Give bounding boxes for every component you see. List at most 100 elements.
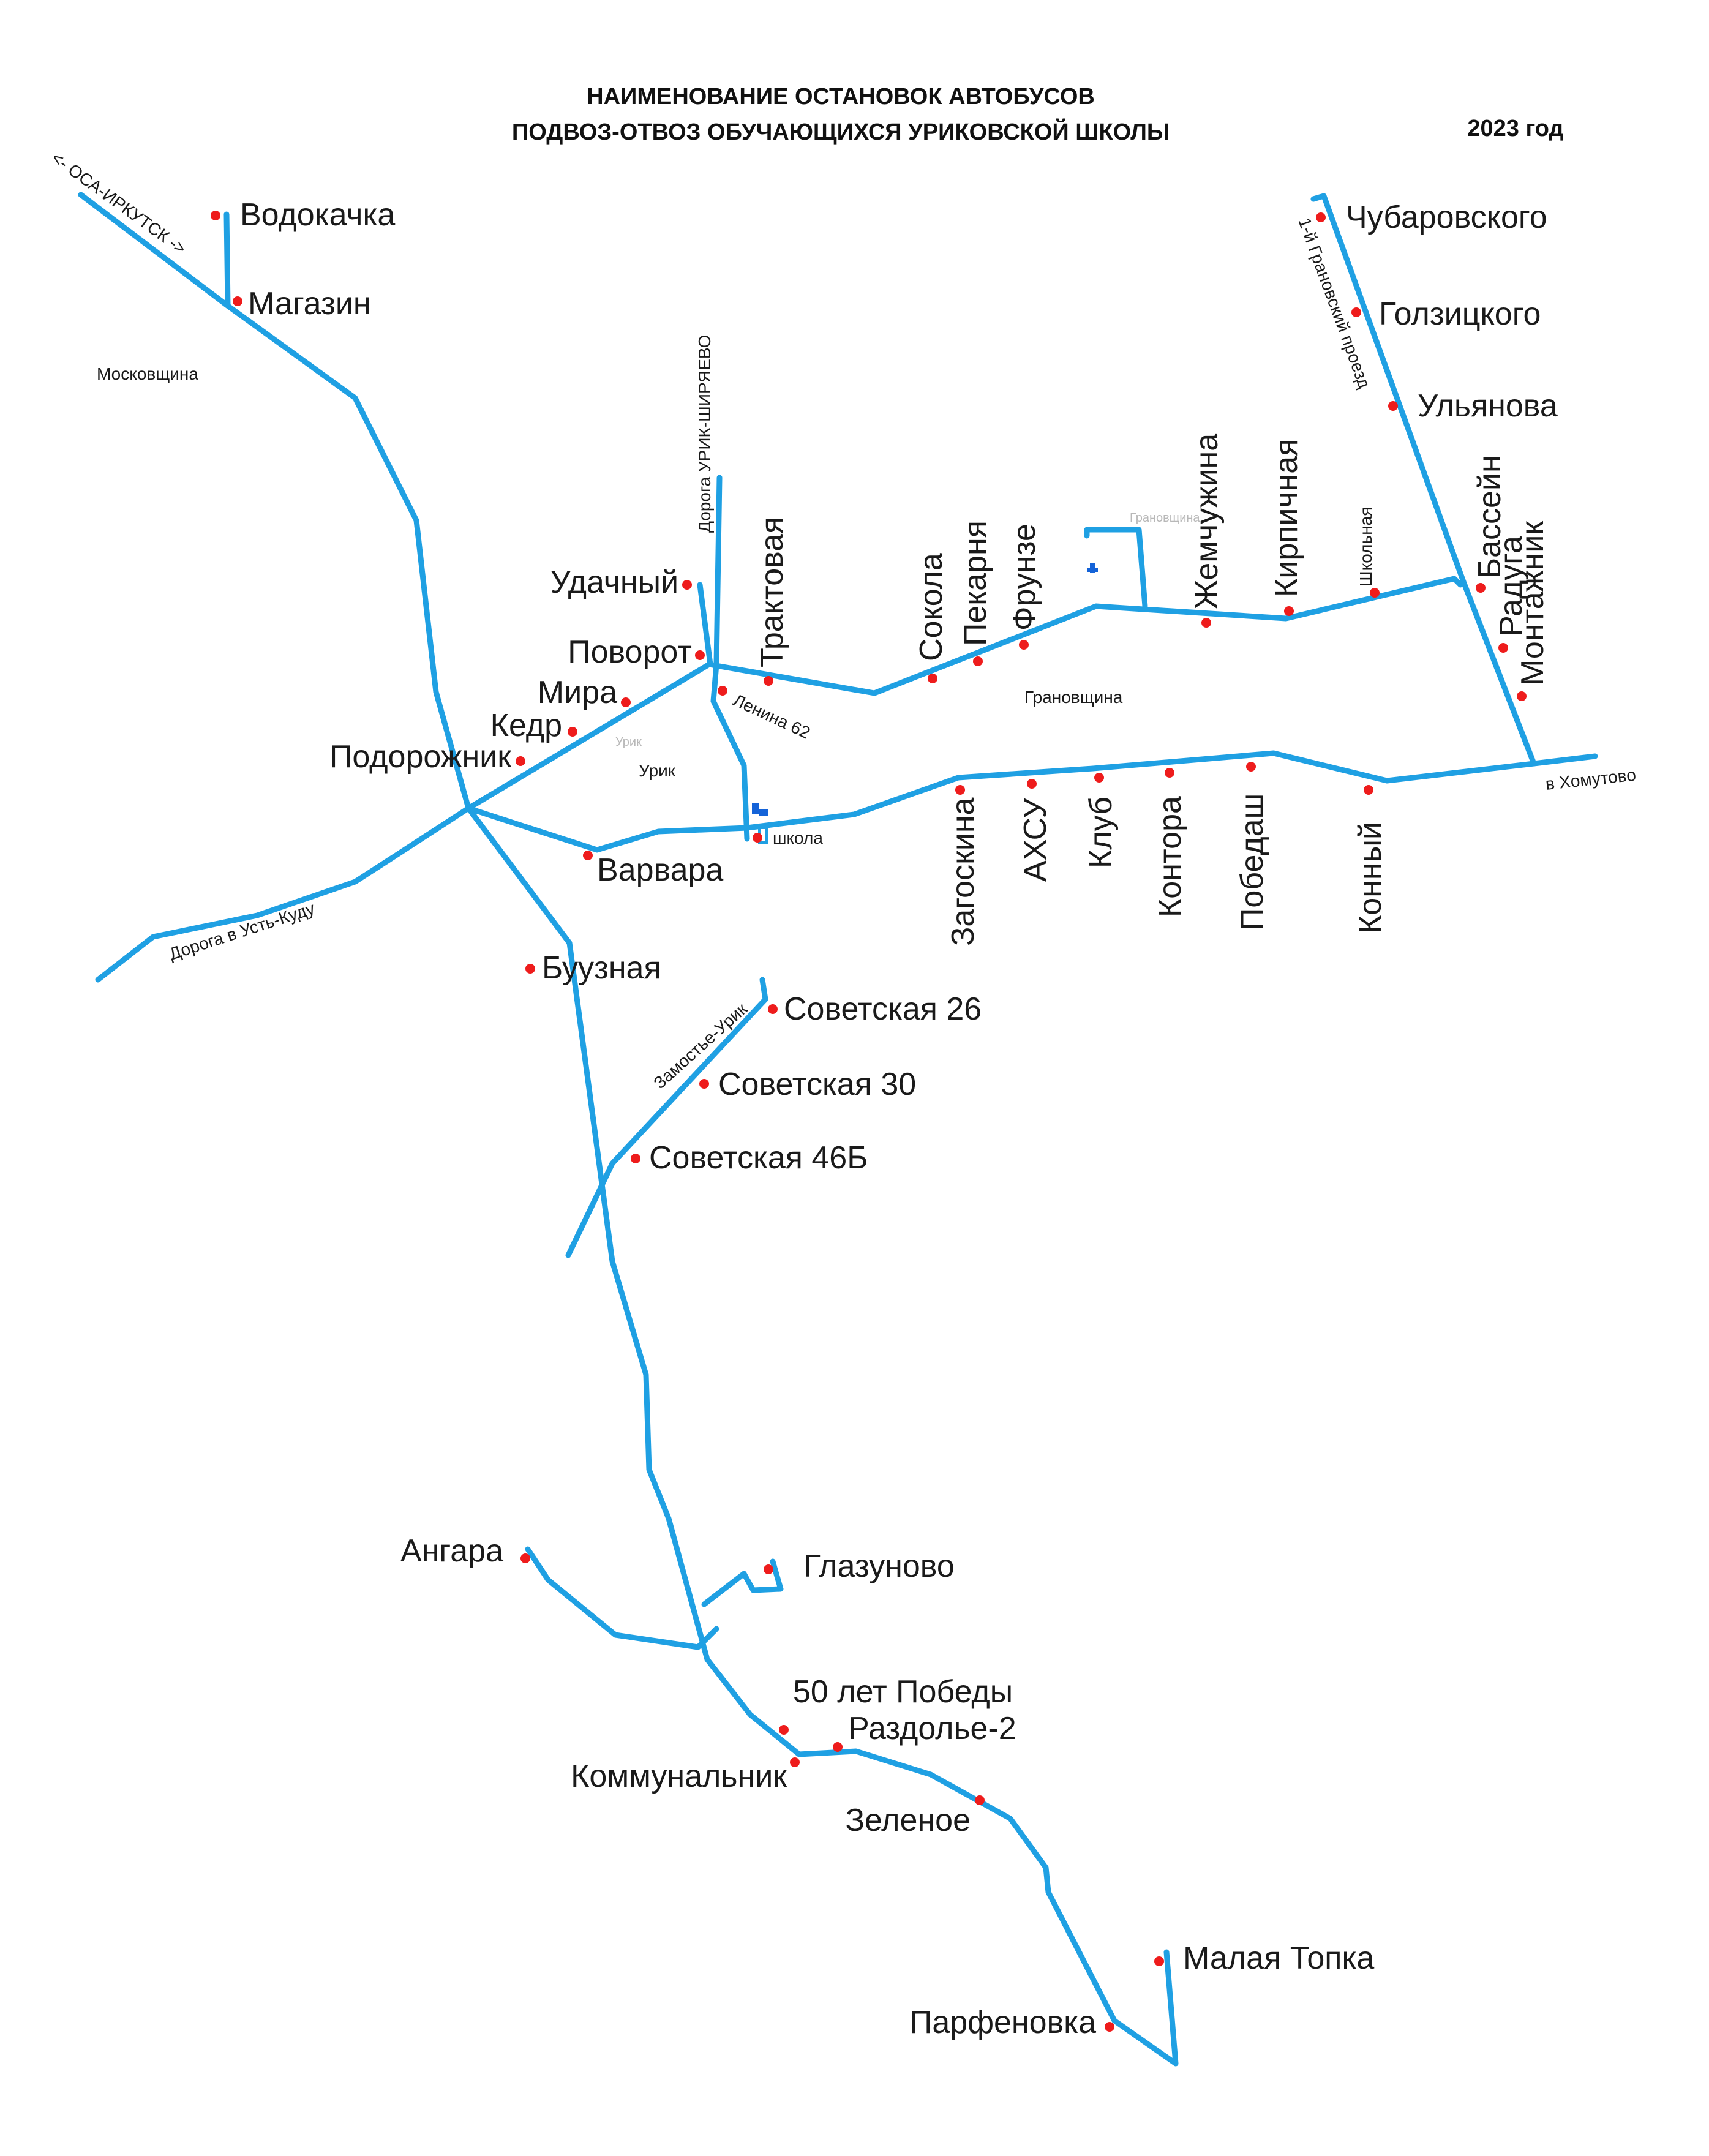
map-title-line-1: НАИМЕНОВАНИЕ ОСТАНОВОК АВТОБУСОВ xyxy=(587,84,1095,110)
stop-frunze[interactable] xyxy=(1019,640,1029,650)
label-frunze: Фрунзе xyxy=(1007,524,1042,631)
label-montazhnik: Монтажник xyxy=(1515,521,1550,686)
road-ust-kudu xyxy=(95,805,471,983)
stop-konny[interactable] xyxy=(1364,785,1373,795)
label-road-urik-shiryaevo: Дорога УРИК-ШИРЯЕВО xyxy=(695,335,714,533)
stop-sovetskaya46b[interactable] xyxy=(631,1154,640,1163)
label-granovshchina-small: Грановщина xyxy=(1130,511,1200,525)
label-malaya-topka: Малая Топка xyxy=(1183,1940,1374,1976)
stop-raduga[interactable] xyxy=(1498,643,1508,653)
stop-labels: Водокачка Магазин Удачный Поворот Мира К… xyxy=(240,197,1558,2040)
map-title-line-2: ПОДВОЗ-ОТВОЗ ОБУЧАЮЩИХСЯ УРИКОВСКОЙ ШКОЛ… xyxy=(512,118,1170,145)
stop-sovetskaya30[interactable] xyxy=(699,1079,709,1089)
stop-ulyanova[interactable] xyxy=(1388,401,1398,411)
label-zelenoe: Зеленое xyxy=(846,1803,971,1838)
label-glazunovo: Глазуново xyxy=(803,1549,955,1584)
label-v-khomutovo: в Хомутово xyxy=(1544,765,1637,794)
vertical-stop-labels: Трактовая Сокола Пекарня Фрунзе Жемчужин… xyxy=(754,434,1550,946)
label-podorozhnik: Подорожник xyxy=(329,739,511,775)
stop-parfenovka[interactable] xyxy=(1105,2022,1114,2032)
label-urik-small: Урик xyxy=(615,735,642,749)
road-osa-irkutsk xyxy=(78,192,1179,2067)
granovshchina-school-icon xyxy=(1087,563,1098,573)
label-shkola: школа xyxy=(773,828,823,847)
stop-klub[interactable] xyxy=(1094,773,1104,783)
stop-markers xyxy=(211,211,1527,2032)
label-zagoskina: Загоскина xyxy=(945,797,981,946)
stop-glazunovo[interactable] xyxy=(764,1564,773,1574)
stop-vodokachka[interactable] xyxy=(211,211,220,220)
label-buuznaya: Буузная xyxy=(542,950,661,986)
label-lenina62: Ленина 62 xyxy=(730,690,813,742)
stop-kontora[interactable] xyxy=(1165,768,1174,778)
stop-zhemchuzhina[interactable] xyxy=(1201,618,1211,628)
label-kirpichnaya: Кирпичная xyxy=(1269,439,1304,597)
stop-montazhnik[interactable] xyxy=(1517,691,1527,701)
label-sovetskaya26: Советская 26 xyxy=(784,991,982,1027)
stop-mira[interactable] xyxy=(621,697,631,707)
road-network xyxy=(78,192,1598,2067)
road-trakt-top xyxy=(697,582,713,667)
label-sovetskaya46b: Советская 46Б xyxy=(649,1140,868,1176)
stop-zelenoe[interactable] xyxy=(975,1795,985,1805)
road-granovshchina-loop xyxy=(1084,527,1148,609)
label-granovshchina: Грановщина xyxy=(1024,688,1123,707)
stop-malaya-topka[interactable] xyxy=(1154,1956,1164,1966)
label-vodokachka: Водокачка xyxy=(240,197,395,233)
label-pekarnya: Пекарня xyxy=(958,520,993,646)
label-ahsu: АХСУ xyxy=(1018,798,1053,882)
stop-pekarnya[interactable] xyxy=(973,656,983,666)
stop-sovetskaya26[interactable] xyxy=(768,1004,778,1014)
stop-ahsu[interactable] xyxy=(1027,779,1037,789)
road-trakt-granovshchina xyxy=(706,576,1463,696)
stop-buuznaya[interactable] xyxy=(525,964,535,974)
map-year: 2023 год xyxy=(1467,116,1563,141)
road-school-khomutovo xyxy=(465,750,1598,853)
stop-kirpichnaya[interactable] xyxy=(1284,606,1294,616)
label-sokola: Сокола xyxy=(914,553,949,661)
label-pobedash: Победаш xyxy=(1234,794,1270,931)
stop-varvara[interactable] xyxy=(583,851,593,860)
stop-magazin[interactable] xyxy=(233,296,242,306)
label-golzitskogo: Голзицкого xyxy=(1379,296,1541,332)
stop-shkolnaya[interactable] xyxy=(1370,588,1380,598)
stop-basseyn[interactable] xyxy=(1476,583,1486,593)
stop-golzitskogo[interactable] xyxy=(1351,307,1361,317)
label-klub: Клуб xyxy=(1083,797,1119,868)
label-kontora: Контора xyxy=(1152,796,1188,917)
stop-shkola[interactable] xyxy=(753,833,762,843)
label-kommunalnik: Коммунальник xyxy=(571,1759,787,1794)
stop-razdolye2[interactable] xyxy=(833,1742,843,1752)
label-konny: Конный xyxy=(1353,822,1388,934)
label-magazin: Магазин xyxy=(248,286,371,321)
road-mira-povorot xyxy=(465,661,712,811)
label-zhemchuzhina: Жемчужина xyxy=(1189,434,1225,609)
label-udachny: Удачный xyxy=(550,565,678,600)
road-zamostye xyxy=(565,977,768,1258)
label-sovetskaya30: Советская 30 xyxy=(718,1067,916,1102)
label-50let-pobedy: 50 лет Победы xyxy=(793,1674,1013,1710)
stop-sokola[interactable] xyxy=(928,674,937,683)
road-angara xyxy=(525,1546,719,1650)
stop-pobedash[interactable] xyxy=(1246,762,1256,772)
road-granovsky-proezd xyxy=(1310,193,1537,767)
stop-kedr[interactable] xyxy=(568,727,577,737)
label-osa-irkutsk: <- ОСА-ИРКУТСК -> xyxy=(48,148,189,258)
label-shkolnaya: Школьная xyxy=(1356,507,1375,587)
label-moskovshchina: Московщина xyxy=(97,364,198,383)
stop-chubarovskogo[interactable] xyxy=(1316,212,1326,222)
label-mira: Мира xyxy=(538,675,617,710)
stop-povorot[interactable] xyxy=(695,650,705,660)
stop-zagoskina[interactable] xyxy=(955,785,965,795)
stop-kommunalnik[interactable] xyxy=(790,1757,800,1767)
stop-traktovaya[interactable] xyxy=(764,676,773,686)
stop-angara[interactable] xyxy=(520,1553,530,1563)
label-urik: Урик xyxy=(639,761,676,780)
label-povorot: Поворот xyxy=(568,634,692,670)
stop-podorozhnik[interactable] xyxy=(516,756,525,766)
stop-lenina62[interactable] xyxy=(718,686,727,696)
label-ulyanova: Ульянова xyxy=(1418,388,1558,424)
stop-50let-pobedy[interactable] xyxy=(779,1725,789,1735)
stop-udachny[interactable] xyxy=(682,580,692,590)
road-vodokachka xyxy=(223,211,231,308)
